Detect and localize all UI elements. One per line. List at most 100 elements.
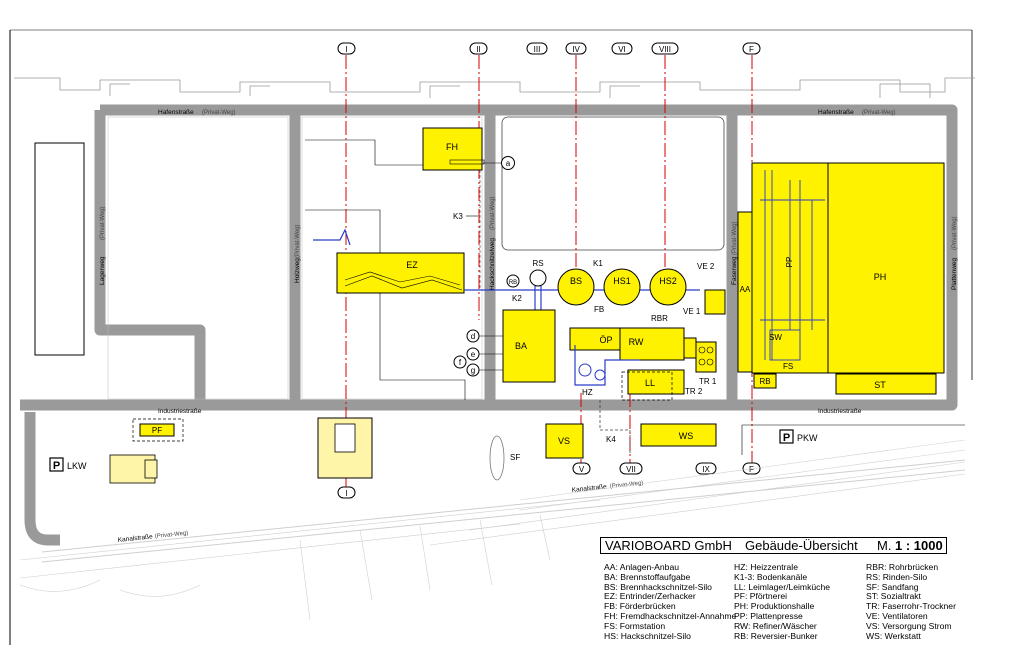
svg-text:VII: VII [626,465,636,474]
legend-item: SF: Sandfang [866,581,919,592]
svg-text:P: P [783,432,790,444]
legend-column-2: HZ: Heizzentrale K1-3: Bodenkanäle LL: L… [734,562,831,641]
street-label-holz: Holzweg [294,258,301,283]
legend-item: WS: Werkstatt [866,630,921,641]
grid-marker-top-3: III [526,42,548,55]
svg-text:IX: IX [702,465,710,474]
label-fs: FS [783,362,793,371]
building-ph: PH [827,162,945,374]
street-label-lager: Lagerweg [99,256,106,285]
svg-text:IV: IV [572,45,580,54]
svg-text:HS1: HS1 [613,276,631,286]
street-label-hafen-east: Hafenstraße [818,109,854,116]
building-rw: RW [619,327,685,361]
grid-marker-bottom-3: VII [619,462,643,475]
street-note-kanal-mid: (Privat-Weg) [610,481,644,490]
ventilator-box [704,289,726,315]
parking-lkw: P LKW [49,457,87,472]
silo-hs1: HS1 [603,268,641,306]
legend-item: ST: Sozialtrakt [866,591,921,602]
svg-text:WS: WS [679,431,694,441]
legend-item: RB: Reversier-Bunker [734,630,818,641]
svg-text:SF: SF [510,453,520,462]
svg-text:HS2: HS2 [659,276,677,286]
title-box: VARIOBOARD GmbH Gebäude-Übersicht M. 1 :… [600,537,947,554]
building-fh: FH [422,127,485,171]
svg-text:VS: VS [558,436,570,446]
svg-text:II: II [476,45,480,54]
legend-item: FS: Formstation [604,620,666,631]
legend-item: RS: Rinden-Silo [866,571,928,582]
legend-item: TR: Faserrohr-Trockner [866,601,956,612]
building-rs: RS [529,259,547,287]
legend-item: LL: Leimlager/Leimküche [734,581,831,592]
legend-item: FH: Fremdhackschnitzel-Annahme [604,610,737,621]
marker-d: d [466,329,480,343]
street-label-hafen-west: Hafenstraße [158,109,194,116]
building-ws: WS [640,423,717,447]
legend-item: K1-3: Bodenkanäle [734,571,808,582]
dryer-tr [695,341,717,373]
building-pf: PF [132,418,184,442]
svg-text:FH: FH [446,142,458,152]
building-aa: AA [737,211,753,373]
marker-tr2: TR 2 [685,387,703,396]
svg-text:P: P [53,460,60,472]
marker-k4: K4 [606,435,616,444]
marker-k1: K1 [593,259,603,268]
label-sw: SW [769,333,782,342]
legend-item: VS: Versorgung Strom [866,620,952,631]
svg-text:PF: PF [152,426,162,435]
grid-marker-top-4: IV [565,42,587,55]
legend-item: VE: Ventilatoren [866,610,928,621]
marker-e: e [466,347,480,361]
svg-text:RB: RB [509,280,517,286]
legend-column-1: AA: Anlagen-Anbau BA: Brennstoffaufgabe … [604,562,737,641]
marker-g: g [466,363,480,377]
svg-text:AA: AA [740,285,751,294]
svg-text:PKW: PKW [797,433,818,443]
road-network [20,104,958,546]
building-ba: BA [502,309,556,383]
marker-tr1: TR 1 [699,377,717,386]
title-subject: Gebäude-Übersicht [745,538,858,553]
building-ez: EZ [336,252,465,294]
legend-item: RBR: Rohrbrücken [866,562,939,572]
marker-f: f [453,355,467,369]
svg-text:VIII: VIII [659,45,671,54]
legend-item: PP: Plattenpresse [734,610,803,621]
marker-ve2: VE 2 [697,262,715,271]
street-label-industrie-east: Industriestraße [818,408,862,415]
svg-text:I: I [345,489,347,498]
svg-text:RB: RB [759,377,770,386]
svg-text:BS: BS [570,276,582,286]
legend-item: EZ: Entrinder/Zerhacker [604,591,696,602]
silo-hs2: HS2 [649,268,687,306]
marker-ve1: VE 1 [683,307,701,316]
svg-text:ST: ST [874,380,886,390]
marker-k2: K2 [512,294,522,303]
marker-rbr: RBR [651,314,668,323]
svg-text:g: g [471,366,475,375]
marker-a: a [501,156,515,170]
grid-marker-bottom-4: IX [695,462,717,475]
grid-marker-top-2: II [469,42,488,55]
building-ll: LL [627,369,685,395]
slope-hatching [19,439,966,621]
svg-text:BA: BA [515,341,527,351]
svg-text:ÖP: ÖP [599,335,612,345]
svg-text:III: III [534,45,541,54]
street-note-platten: (Privat-Weg) [952,216,958,250]
label-pp: PP [785,257,794,268]
grid-marker-bottom-2: V [572,462,591,475]
svg-text:PH: PH [874,272,887,282]
svg-text:EZ: EZ [406,260,418,270]
silo-bs: BS [557,268,595,306]
street-note-lager: (Privat-Weg) [100,206,106,240]
legend-item: HS: Hackschnitzel-Silo [604,630,691,641]
legend-column-3: RBR: Rohrbrücken RS: Rinden-Silo SF: San… [866,562,956,641]
svg-text:F: F [749,45,754,54]
street-label-industrie-west: Industriestraße [158,408,202,415]
svg-text:LKW: LKW [67,461,87,471]
